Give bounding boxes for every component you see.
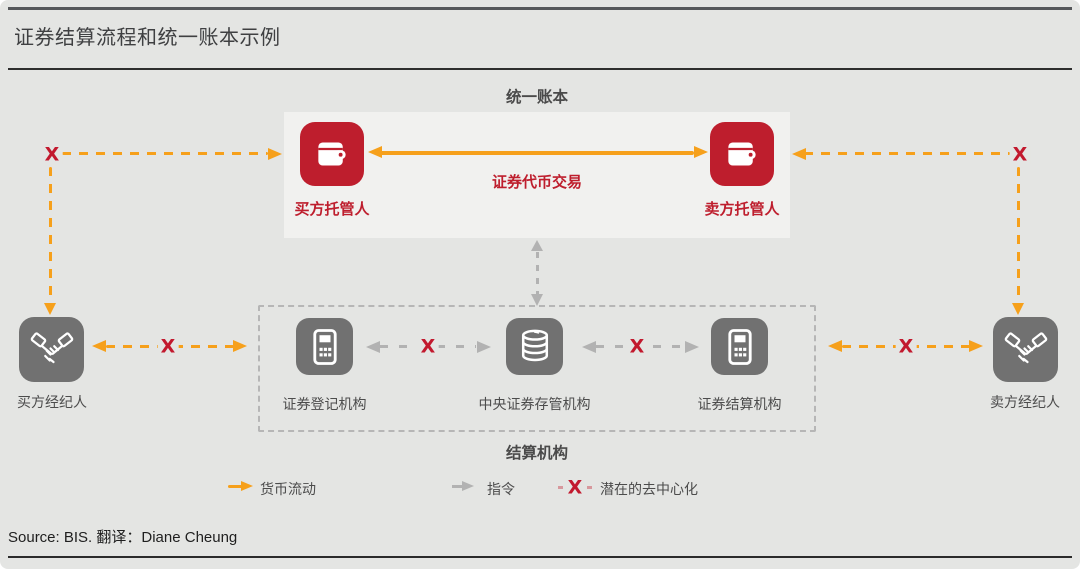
arrowhead-left-icon: [582, 341, 596, 353]
money-flow-legend-arrow-icon: [241, 481, 253, 491]
money-flow-legend-label: 货币流动: [260, 481, 316, 497]
seller-custodian-tile: [710, 122, 774, 186]
wallet-icon: [309, 131, 355, 177]
calculator-icon: [718, 325, 762, 369]
decentralization-legend-label: 潜在的去中心化: [600, 481, 698, 497]
unified-ledger-panel: [284, 112, 790, 238]
seller-custodian-label: 卖方托管人: [704, 201, 780, 218]
seller-broker-label: 卖方经纪人: [990, 394, 1060, 410]
arrowhead-right-icon: [694, 146, 708, 158]
csd-tile: [506, 318, 563, 375]
decentralization-x-mark: X: [157, 337, 179, 357]
arrowhead-right-icon: [477, 341, 491, 353]
decentralization-x-mark: X: [1009, 145, 1031, 165]
calculator-icon: [303, 325, 347, 369]
arrowhead-right-icon: [268, 148, 282, 160]
arrowhead-up-icon: [531, 240, 543, 251]
top-rule: [8, 7, 1072, 10]
csd-label: 中央证券存管机构: [478, 396, 591, 412]
decentralization-x-mark: X: [417, 337, 439, 357]
arrowhead-left-icon: [368, 146, 382, 158]
money-flow-legend-line: [228, 485, 243, 488]
arrowhead-down-icon: [1012, 303, 1024, 315]
token-transaction-arrow: [380, 151, 694, 155]
arrowhead-left-icon: [792, 148, 806, 160]
instruction-legend-line: [452, 485, 464, 488]
unified-ledger-label: 统一账本: [505, 89, 568, 106]
database-icon: [513, 325, 557, 369]
decentralization-legend-x-mark: X: [567, 476, 583, 499]
decentralization-x-mark: X: [41, 145, 63, 165]
registrar-label: 证券登记机构: [282, 396, 367, 412]
instruction-legend-label: 指令: [487, 481, 515, 497]
buyer-broker-label: 买方经纪人: [17, 394, 87, 410]
token-transaction-label: 证券代币交易: [491, 174, 582, 191]
arrowhead-right-icon: [233, 340, 247, 352]
handshake-icon: [28, 326, 76, 374]
decentralization-x-mark: X: [895, 337, 917, 357]
money-flow-line: [804, 152, 1010, 155]
decentralization-x-mark: X: [626, 337, 648, 357]
settlement-box-label: 结算机构: [505, 445, 568, 462]
source-note: Source: BIS. 翻译：Diane Cheung: [8, 529, 238, 546]
buyer-custodian-label: 买方托管人: [294, 201, 370, 218]
money-flow-line: [62, 152, 268, 155]
arrowhead-left-icon: [828, 340, 842, 352]
registrar-tile: [296, 318, 353, 375]
buyer-custodian-tile: [300, 122, 364, 186]
title-rule: [8, 68, 1072, 70]
settler-tile: [711, 318, 768, 375]
arrowhead-right-icon: [685, 341, 699, 353]
buyer-broker-tile: [19, 317, 84, 382]
money-flow-line: [49, 167, 52, 303]
bottom-rule: [8, 556, 1072, 558]
decentralization-legend-dash: [587, 486, 592, 489]
wallet-icon: [719, 131, 765, 177]
arrowhead-down-icon: [531, 294, 543, 306]
handshake-icon: [1002, 326, 1050, 374]
settler-label: 证券结算机构: [697, 396, 782, 412]
arrowhead-left-icon: [92, 340, 106, 352]
decentralization-legend-dash: [558, 486, 563, 489]
seller-broker-tile: [993, 317, 1058, 382]
arrowhead-right-icon: [969, 340, 983, 352]
instruction-line: [536, 252, 539, 294]
instruction-legend-arrow-icon: [462, 481, 474, 491]
settlement-dashed-box: [258, 305, 816, 432]
arrowhead-left-icon: [366, 341, 380, 353]
money-flow-line: [1017, 167, 1020, 303]
arrowhead-down-icon: [44, 303, 56, 315]
page-title: 证券结算流程和统一账本示例: [14, 27, 281, 49]
